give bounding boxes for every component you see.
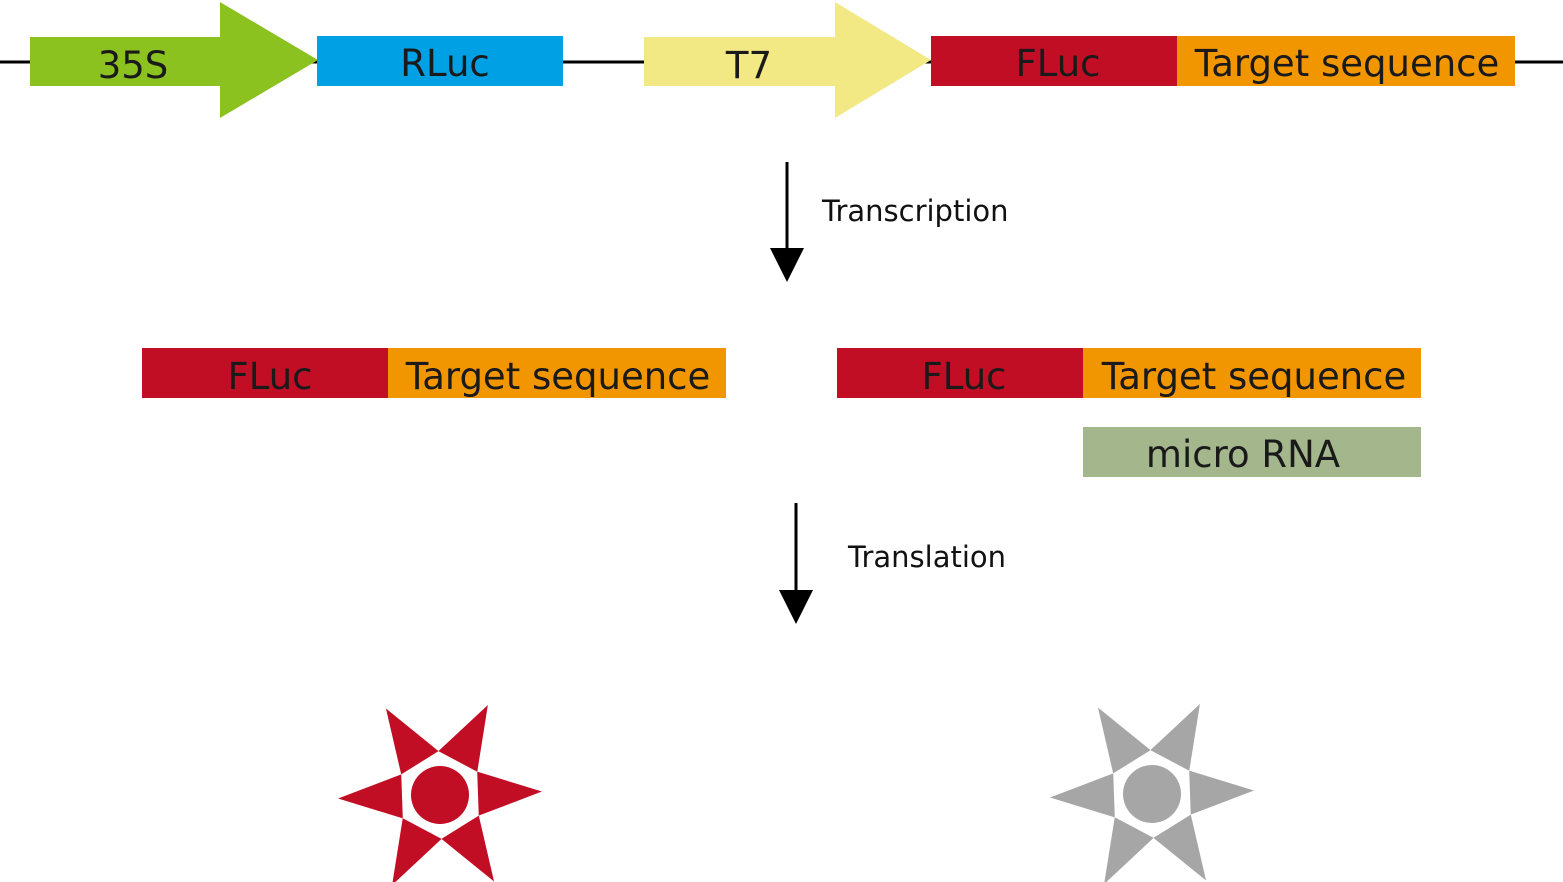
microrna-label: micro RNA	[1146, 433, 1340, 476]
active-light-burst-icon	[338, 704, 542, 882]
microrna-block	[1083, 427, 1421, 477]
transcription-label: Transcription	[821, 194, 1009, 228]
left-fluc-block	[142, 348, 388, 398]
translation-arrowhead	[779, 590, 813, 624]
fluc-label: FLuc	[1015, 42, 1100, 85]
right-fluc-block	[837, 348, 1083, 398]
left-target-label: Target sequence	[405, 355, 711, 398]
translation-label: Translation	[847, 540, 1006, 574]
promoter-t7-label: T7	[725, 44, 772, 87]
promoter-t7-arrow	[644, 2, 931, 118]
light-ray	[338, 774, 403, 819]
light-ray	[1189, 770, 1254, 815]
right-target-block	[1083, 348, 1421, 398]
light-ray	[441, 815, 495, 882]
light-ray	[1150, 703, 1200, 771]
light-ray	[1050, 773, 1115, 818]
fluc-block	[931, 36, 1177, 86]
light-ray	[1104, 817, 1154, 882]
rluc-block	[317, 36, 563, 86]
light-ray	[477, 771, 542, 816]
target-label: Target sequence	[1194, 42, 1500, 85]
light-ray	[1097, 707, 1151, 774]
right-target-label: Target sequence	[1101, 355, 1407, 398]
promoter-35s-arrow	[30, 2, 318, 118]
promoter-35s-label: 35S	[98, 44, 169, 87]
light-ray	[392, 818, 442, 882]
left-fluc-label: FLuc	[227, 355, 312, 398]
light-ray	[385, 708, 439, 775]
inactive-light-burst-icon	[1050, 703, 1254, 882]
light-ray	[438, 704, 488, 772]
light-ray	[1153, 814, 1207, 881]
right-fluc-label: FLuc	[921, 355, 1006, 398]
left-target-block	[388, 348, 726, 398]
transcription-arrowhead	[770, 248, 804, 282]
target-block	[1177, 36, 1515, 86]
rluc-label: RLuc	[400, 42, 489, 85]
